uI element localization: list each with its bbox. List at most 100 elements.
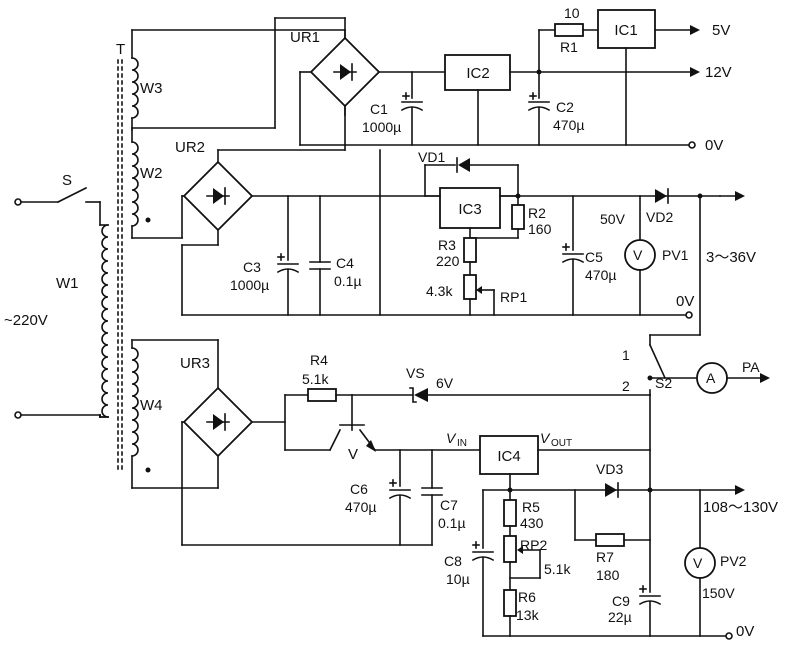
- ic-IC3: [439, 187, 501, 229]
- label-C6v: 470µ: [345, 499, 376, 515]
- label-R7: R7: [596, 549, 614, 565]
- label-R3v: 220: [436, 253, 460, 269]
- diode-VD2: [655, 189, 667, 203]
- label-A: A: [706, 370, 716, 386]
- resistor-R3: [463, 237, 477, 263]
- switch-S-blade: [56, 186, 88, 204]
- ic-IC4: [479, 435, 539, 475]
- label-R5v: 430: [520, 515, 544, 531]
- label-W4: W4: [140, 397, 163, 414]
- resistor-R5: [503, 499, 517, 527]
- mains-terminal-bottom: [14, 411, 22, 419]
- label-VD1: VD1: [418, 149, 445, 165]
- label-VOUT-sub: OUT: [551, 438, 572, 449]
- label-mains: ~220V: [4, 312, 48, 329]
- label-R4v: 5.1k: [302, 371, 329, 387]
- label-C9: C9: [612, 593, 630, 609]
- label-T: T: [116, 41, 125, 58]
- label-R6v: 13k: [516, 607, 540, 623]
- label-UR2: UR2: [175, 139, 205, 156]
- label-C8v: 10µ: [446, 571, 470, 587]
- bridge-UR2: [183, 161, 253, 231]
- primary-wiring: [14, 186, 109, 419]
- ic-IC1: [597, 9, 656, 49]
- bridge-UR1: [310, 37, 380, 107]
- resistor-R6: [503, 589, 517, 617]
- bridge-UR3: [183, 387, 253, 457]
- resistor-R4: [307, 388, 337, 402]
- label-out0c: 0V: [736, 623, 754, 640]
- dot-w4: [145, 467, 151, 473]
- arrow-12v: [690, 67, 700, 77]
- label-PV1v: 50V: [600, 211, 626, 227]
- label-R7v: 180: [596, 567, 620, 583]
- label-C3v: 1000µ: [230, 277, 269, 293]
- label-R1v: 10: [564, 5, 580, 21]
- label-VD3: VD3: [596, 461, 623, 477]
- label-S2: S2: [655, 375, 672, 391]
- label-W3: W3: [140, 80, 163, 97]
- label-VOUT: V: [540, 430, 551, 446]
- label-C8: C8: [444, 553, 462, 569]
- arrow-108-130v: [735, 485, 745, 495]
- label-R4: R4: [310, 352, 328, 368]
- label-C2v: 470µ: [553, 117, 584, 133]
- arrow-pa: [760, 373, 770, 383]
- label-R2: R2: [528, 205, 546, 221]
- switch-S2-ammeter: [647, 343, 770, 394]
- label-IC1: IC1: [614, 22, 637, 39]
- label-C4v: 0.1µ: [334, 273, 362, 289]
- label-C6: C6: [350, 481, 368, 497]
- label-RP2: RP2: [520, 537, 547, 553]
- label-RP1: RP1: [500, 289, 527, 305]
- label-C4: C4: [336, 255, 354, 271]
- potentiometer-RP2: [503, 535, 517, 563]
- label-out108: 108～130V: [703, 499, 778, 516]
- label-C2: C2: [556, 99, 574, 115]
- section-3-36v: [131, 105, 745, 346]
- section-108-130v: [131, 339, 745, 640]
- label-VSv: 6V: [436, 375, 454, 391]
- label-pos2: 2: [622, 378, 630, 394]
- terminal-0v-top: [688, 141, 696, 149]
- label-C1: C1: [370, 101, 388, 117]
- label-R3: R3: [438, 237, 456, 253]
- arrow-3-36v: [735, 191, 745, 201]
- label-R1: R1: [560, 39, 578, 55]
- arrow-5v: [690, 25, 700, 35]
- label-R2v: 160: [528, 221, 552, 237]
- label-IC2: IC2: [466, 65, 489, 82]
- terminal-0v-mid: [685, 311, 693, 319]
- label-PV1-symbol: V: [633, 247, 643, 263]
- potentiometer-RP1: [463, 274, 477, 300]
- label-out336: 3～36V: [706, 249, 756, 266]
- label-out5: 5V: [712, 22, 730, 39]
- label-RP1v: 4.3k: [426, 283, 453, 299]
- label-C7v: 0.1µ: [438, 515, 466, 531]
- label-transistor-V: V: [348, 446, 358, 463]
- label-UR3: UR3: [180, 355, 210, 372]
- label-PV2-symbol: V: [693, 555, 703, 571]
- label-C5v: 470µ: [585, 267, 616, 283]
- label-R5: R5: [522, 499, 540, 515]
- label-VS: VS: [406, 365, 425, 381]
- label-VIN-sub: IN: [457, 438, 467, 449]
- section-5v-12v: [131, 9, 700, 149]
- label-IC4: IC4: [497, 448, 520, 465]
- diode-VD3: [605, 483, 617, 497]
- label-RP2v: 5.1k: [544, 561, 571, 577]
- label-VD2: VD2: [646, 209, 673, 225]
- transformer-T: [101, 57, 151, 473]
- label-PV1: PV1: [662, 247, 689, 263]
- resistor-R1: [554, 23, 584, 37]
- resistor-R2: [511, 204, 525, 230]
- label-R6: R6: [518, 589, 536, 605]
- label-C9v: 22µ: [608, 609, 632, 625]
- label-pos1: 1: [622, 347, 630, 363]
- label-out0a: 0V: [705, 137, 723, 154]
- mains-terminal-top: [14, 198, 22, 206]
- label-C5: C5: [585, 249, 603, 265]
- dot-w2: [145, 217, 151, 223]
- zener-VS: [414, 388, 428, 402]
